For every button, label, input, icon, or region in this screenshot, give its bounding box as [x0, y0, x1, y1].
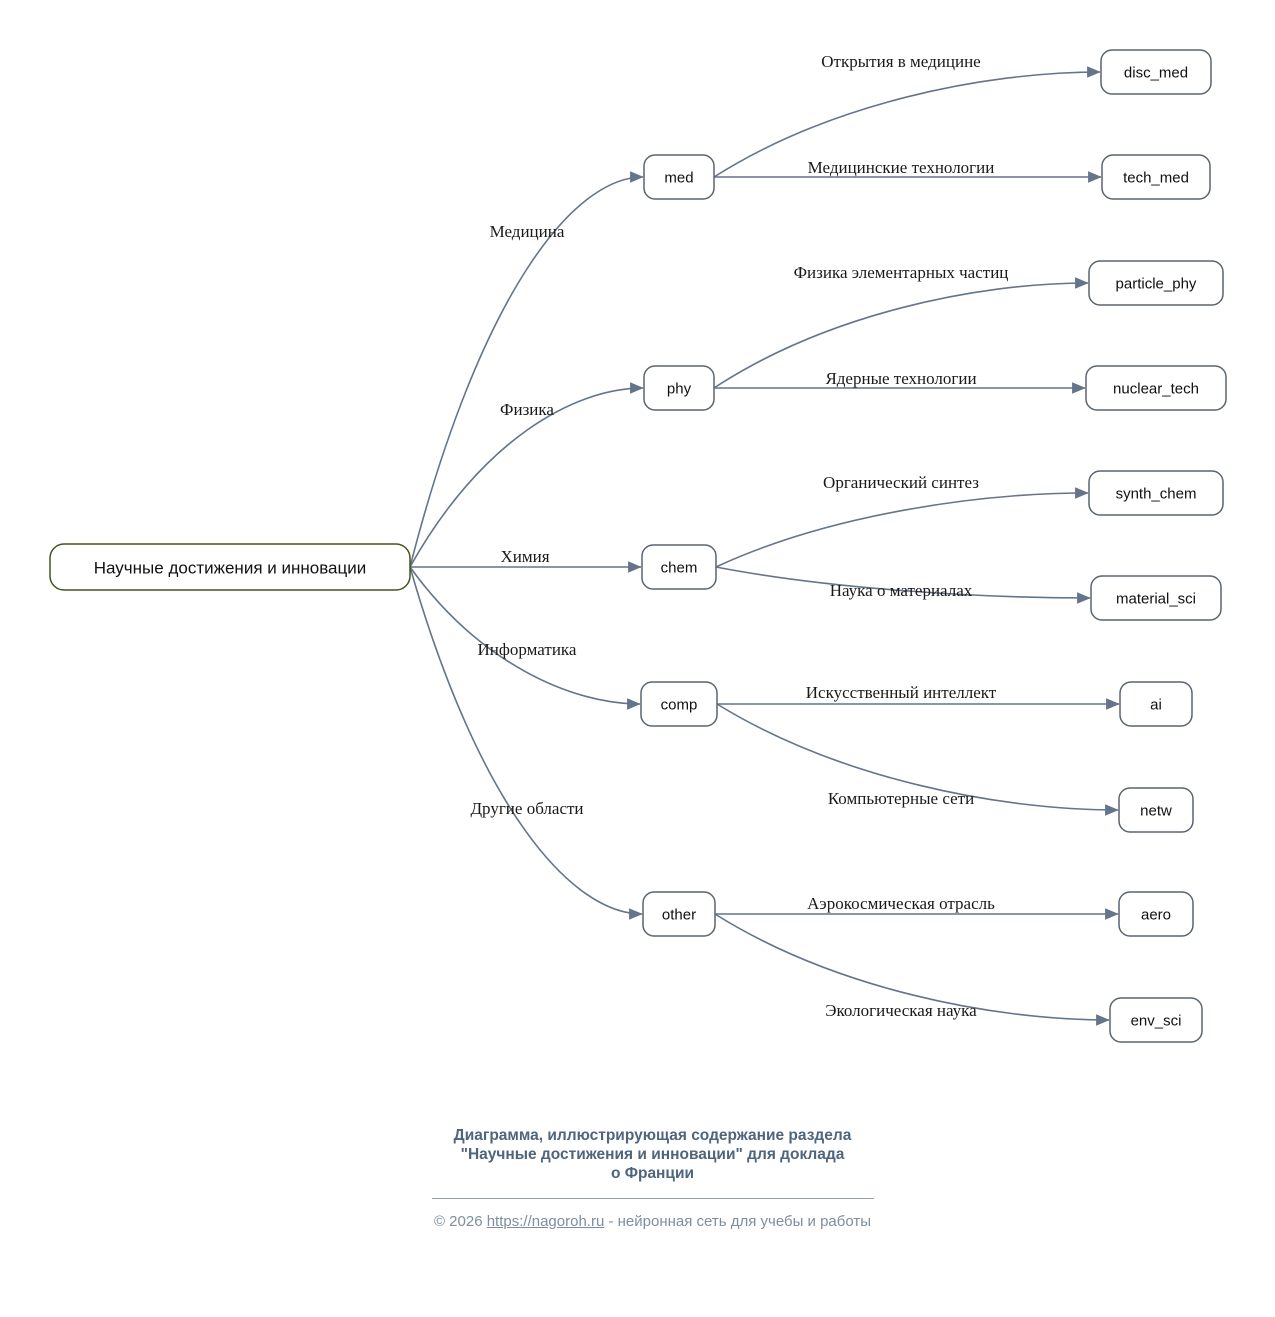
- edge-label-comp: Информатика: [478, 640, 577, 659]
- node-label-phy: phy: [667, 381, 692, 398]
- node-label-material_sci: material_sci: [1116, 591, 1196, 608]
- node-box: [1090, 575, 1222, 621]
- node-label-root: Научные достижения и инновации: [94, 559, 366, 578]
- edge-label-synth_chem: Органический синтез: [823, 473, 979, 492]
- copyright-link[interactable]: https://nagoroh.ru: [486, 1213, 605, 1230]
- node-comp: comp: [640, 681, 718, 727]
- node-label-tech_med: tech_med: [1123, 170, 1189, 187]
- node-med: med: [643, 154, 715, 200]
- node-label-netw: netw: [1140, 803, 1172, 820]
- copyright-prefix: © 2026: [433, 1213, 487, 1230]
- node-label-particle_phy: particle_phy: [1116, 276, 1197, 293]
- node-box: [1101, 154, 1211, 200]
- node-label-other: other: [662, 907, 696, 924]
- node-phy: phy: [643, 365, 715, 411]
- node-root: Научные достижения и инновации: [49, 543, 411, 591]
- node-box: [1118, 891, 1194, 937]
- edge-root-comp: [409, 566, 641, 710]
- node-label-ai: ai: [1150, 697, 1162, 714]
- node-label-chem: chem: [661, 560, 698, 577]
- node-box: [643, 154, 715, 200]
- footer: Диаграмма, иллюстрирующая содержание раз…: [0, 1126, 1275, 1230]
- node-label-env_sci: env_sci: [1131, 1013, 1182, 1030]
- edge-phy-particle_phy: [713, 277, 1089, 389]
- copyright-suffix: - нейронная сеть для учебы и работы: [604, 1213, 872, 1230]
- edge-label-particle_phy: Физика элементарных частиц: [794, 263, 1009, 282]
- edge-label-tech_med: Медицинские технологии: [808, 158, 995, 177]
- edge-label-material_sci: Наука о материалах: [830, 581, 973, 600]
- node-nuclear_tech: nuclear_tech: [1085, 365, 1227, 411]
- node-label-synth_chem: synth_chem: [1116, 486, 1197, 503]
- edge-label-netw: Компьютерные сети: [828, 789, 974, 808]
- caption-line: "Научные достижения и инновации" для док…: [460, 1146, 845, 1163]
- node-tech_med: tech_med: [1101, 154, 1211, 200]
- edge-label-chem: Химия: [500, 547, 549, 566]
- root-node-box: [49, 543, 411, 591]
- edge-med-disc_med: [713, 66, 1101, 178]
- edge-root-phy: [409, 382, 644, 568]
- edge-root-other: [409, 566, 643, 920]
- node-netw: netw: [1118, 787, 1194, 833]
- diagram-caption: Диаграмма, иллюстрирующая содержание раз…: [30, 1126, 1275, 1183]
- node-box: [1088, 470, 1224, 516]
- node-material_sci: material_sci: [1090, 575, 1222, 621]
- footer-divider: [431, 1198, 874, 1199]
- node-aero: aero: [1118, 891, 1194, 937]
- node-label-comp: comp: [661, 697, 698, 714]
- node-box: [642, 891, 716, 937]
- node-label-aero: aero: [1141, 907, 1171, 924]
- edge-label-aero: Аэрокосмическая отрасль: [807, 894, 995, 913]
- node-disc_med: disc_med: [1100, 49, 1212, 95]
- edge-chem-synth_chem: [715, 487, 1089, 568]
- edge-label-phy: Физика: [500, 400, 554, 419]
- edge-label-nuclear_tech: Ядерные технологии: [825, 369, 976, 388]
- edge-label-disc_med: Открытия в медицине: [821, 52, 980, 71]
- node-particle_phy: particle_phy: [1088, 260, 1224, 306]
- caption-line: Диаграмма, иллюстрирующая содержание раз…: [453, 1127, 852, 1144]
- node-ai: ai: [1119, 681, 1193, 727]
- edge-chem-material_sci: [715, 566, 1091, 604]
- copyright-line: © 2026 https://nagoroh.ru - нейронная се…: [30, 1213, 1275, 1230]
- edge-label-ai: Искусственный интеллект: [806, 683, 997, 702]
- edge-label-env_sci: Экологическая наука: [825, 1001, 977, 1020]
- node-box: [643, 365, 715, 411]
- node-box: [1088, 260, 1224, 306]
- node-box: [640, 681, 718, 727]
- node-env_sci: env_sci: [1109, 997, 1203, 1043]
- edge-other-env_sci: [714, 913, 1110, 1026]
- edge-label-other: Другие области: [470, 799, 583, 818]
- node-other: other: [642, 891, 716, 937]
- node-label-disc_med: disc_med: [1124, 65, 1188, 82]
- edge-label-med: Медицина: [490, 222, 565, 241]
- caption-line: о Франции: [610, 1165, 695, 1182]
- node-box: [1119, 681, 1193, 727]
- node-box: [1118, 787, 1194, 833]
- node-box: [1085, 365, 1227, 411]
- edge-comp-netw: [716, 703, 1119, 816]
- node-label-med: med: [664, 170, 693, 187]
- node-label-nuclear_tech: nuclear_tech: [1113, 381, 1199, 398]
- node-box: [641, 544, 717, 590]
- node-box: [1100, 49, 1212, 95]
- node-chem: chem: [641, 544, 717, 590]
- node-box: [1109, 997, 1203, 1043]
- edge-root-med: [409, 171, 644, 568]
- node-synth_chem: synth_chem: [1088, 470, 1224, 516]
